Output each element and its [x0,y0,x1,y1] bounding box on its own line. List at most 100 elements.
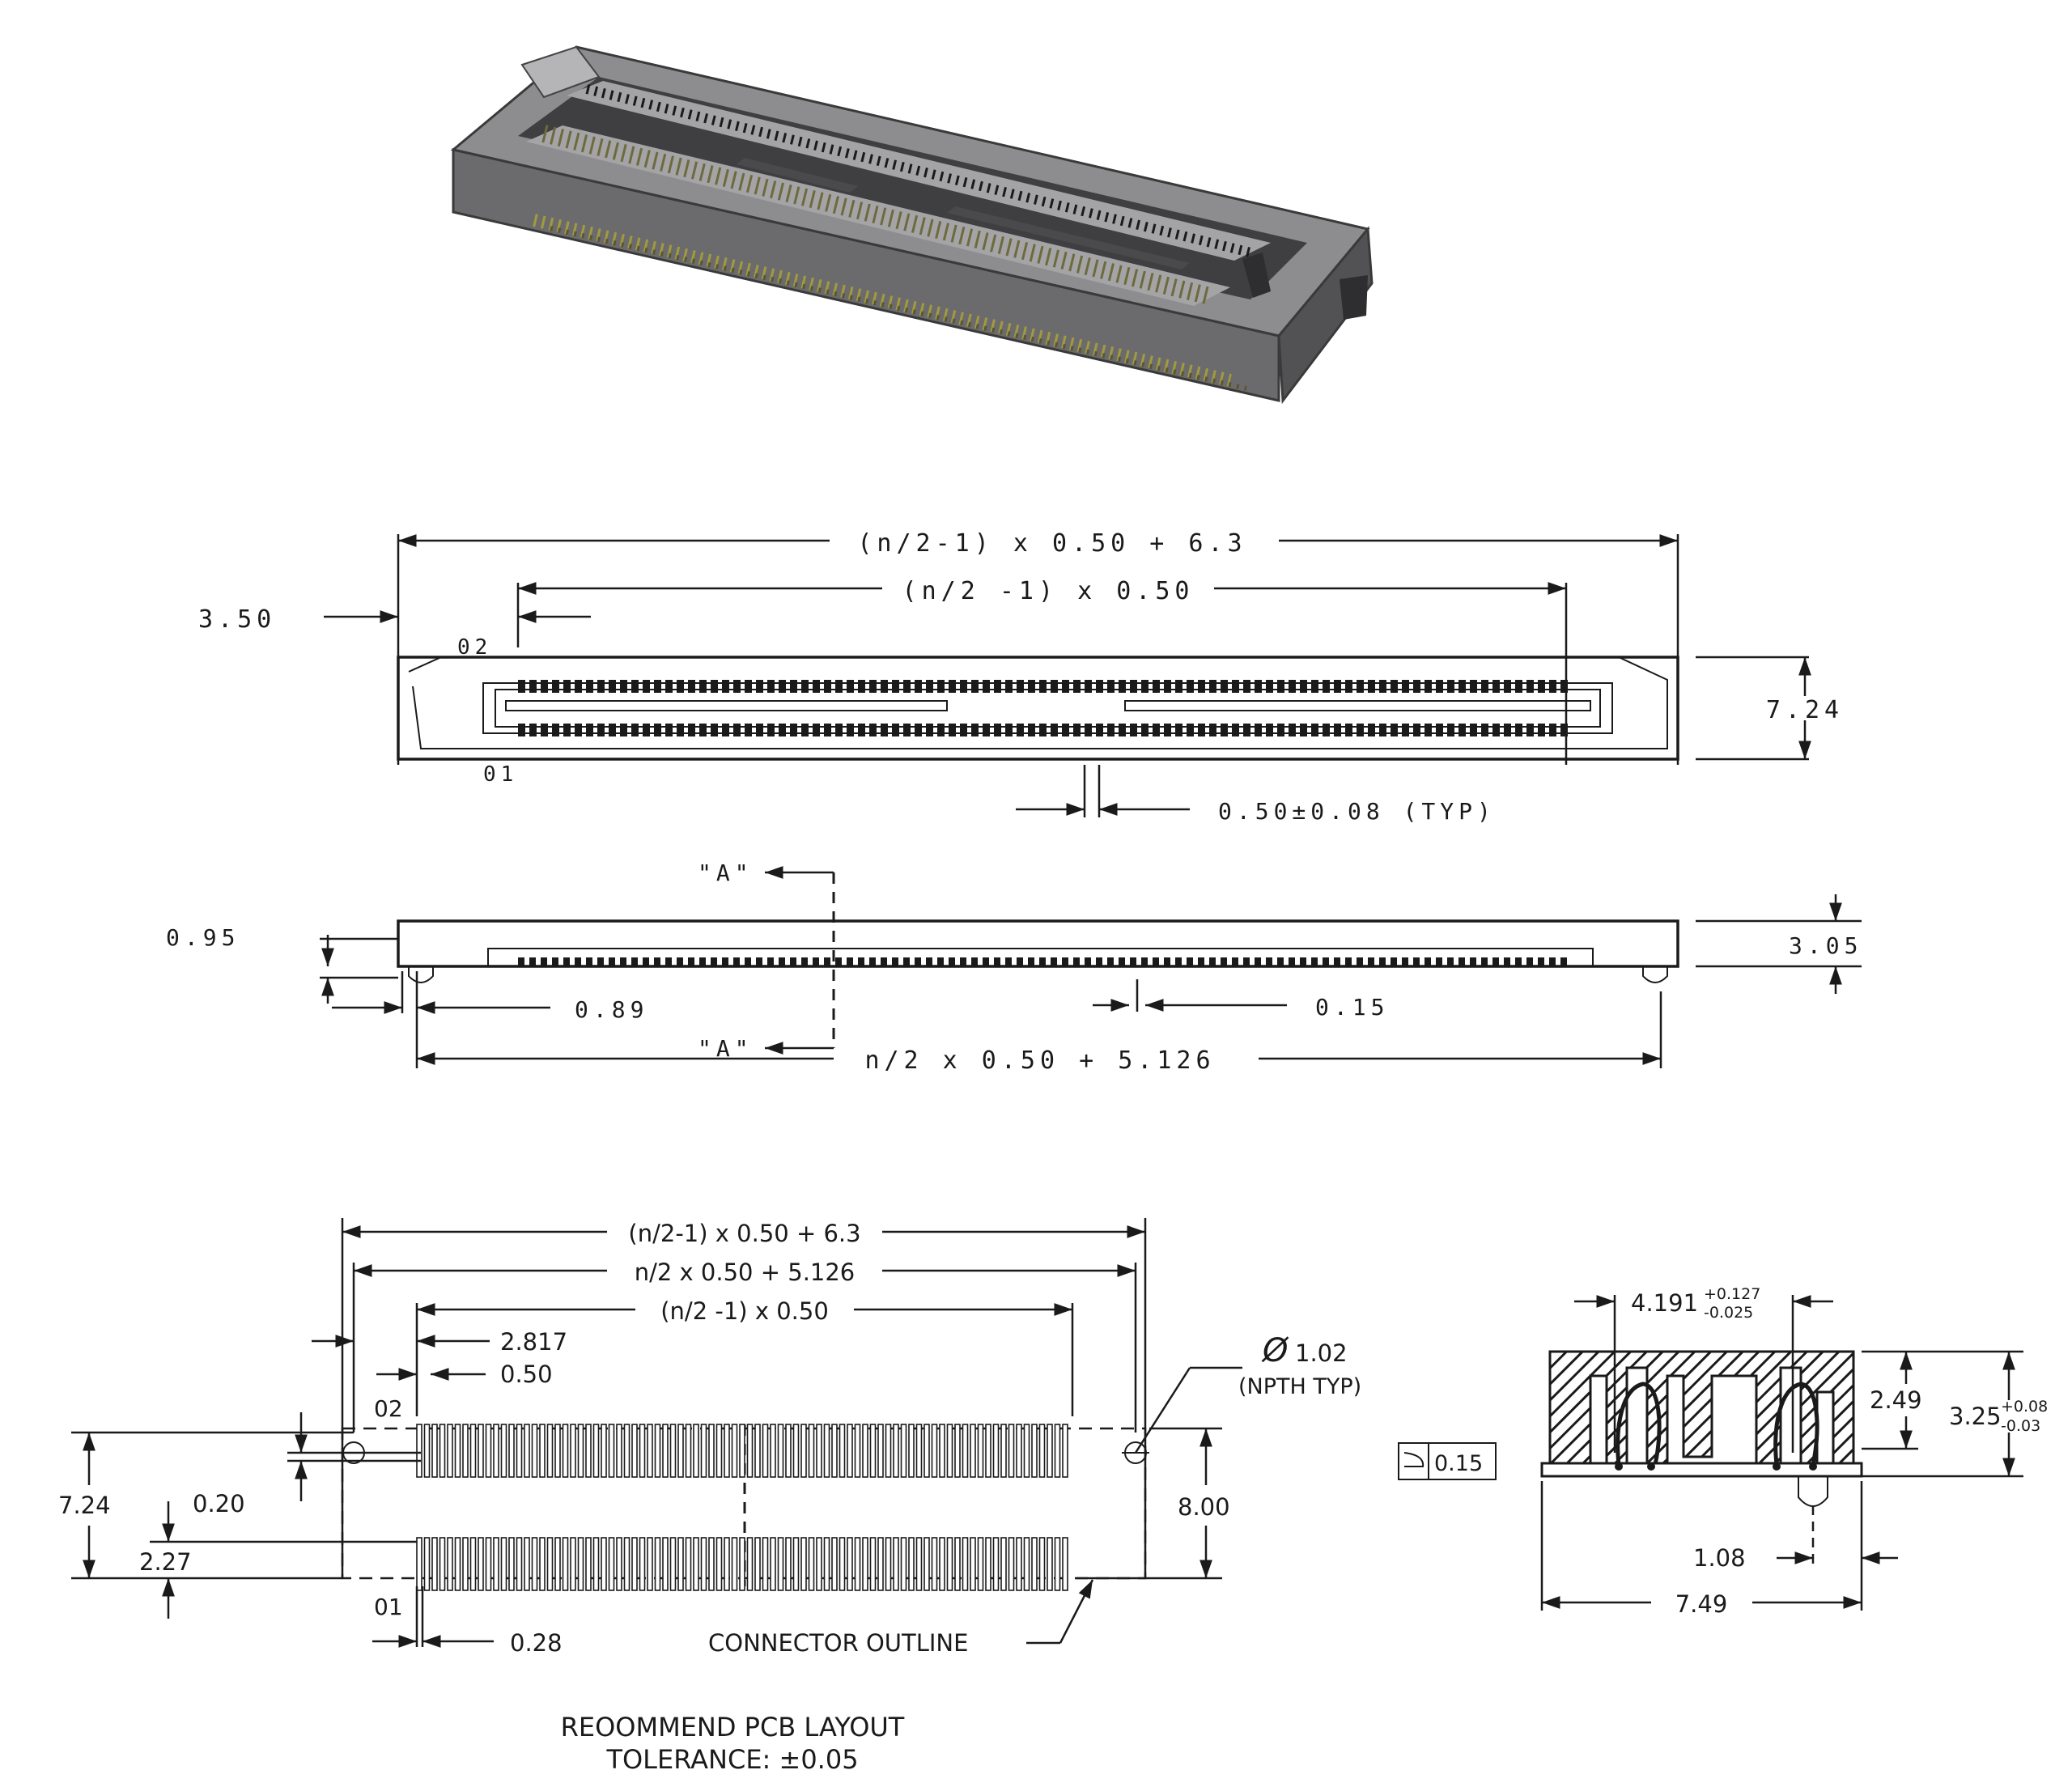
section-view: 4.191 +0.127 -0.025 2.49 3.25 +0.08 -0.0… [1398,1285,2048,1618]
pcb-pad [831,1424,838,1478]
connector-3d-render [450,45,1374,405]
section-coplanarity-label: 0.15 [1434,1451,1483,1476]
pcb-pad [592,1537,600,1591]
pad-width-label: 0.20 [193,1490,245,1517]
tolerance-label: TOLERANCE: ±0.05 [605,1744,858,1775]
pcb-pad [623,1537,631,1591]
pcb-pad [770,1424,776,1478]
pcb-pad [923,1424,930,1478]
pcb-pad [800,1424,807,1478]
pcb-pad [923,1537,930,1591]
pcb-pad [816,1424,822,1478]
pcb-pad [777,1424,784,1478]
pcb-pad [1062,1537,1068,1591]
pcb-pad [700,1424,707,1478]
pcb-pad [877,1537,884,1591]
pcb-pad [754,1424,761,1478]
pcb-pad [508,1537,515,1591]
pcb-pad [431,1537,438,1591]
pcb-pad [847,1537,853,1591]
pcb-pad [962,1537,969,1591]
pcb-pad [831,1537,838,1591]
pcb-pad [931,1424,938,1478]
pcb-pad [500,1424,507,1478]
pcb-pad [570,1424,576,1478]
pcb-pad [1047,1424,1053,1478]
pcb-pad [554,1537,561,1591]
pin2-label: 02 [457,635,492,660]
pcb-pad [954,1537,961,1591]
pcb-pad [562,1424,569,1478]
pcb-pad [531,1424,538,1478]
pcb-pad [708,1424,715,1478]
pcb-pad [647,1424,653,1478]
pcb-pad [908,1424,915,1478]
pcb-pad [454,1424,461,1478]
pcb-pad [654,1424,661,1478]
pcb-pad [877,1424,884,1478]
pcb-pad [839,1537,846,1591]
pcb-pitch-label: 0.50 [500,1360,553,1388]
pcb-pad [431,1424,438,1478]
pcb-pad [500,1537,507,1591]
pcb-pad [478,1537,484,1591]
pcb-pad [785,1537,792,1591]
pcb-pad [539,1537,546,1591]
pitch-label: 0.50±0.08 (TYP) [1218,798,1496,825]
pcb-pad [485,1537,492,1591]
pcb-pad [577,1424,584,1478]
pcb-pad [1038,1537,1046,1591]
pcb-pad [439,1424,446,1478]
pcb-pad [1000,1424,1007,1478]
pcb-pad [639,1537,646,1591]
width-label: 7.24 [1766,696,1844,724]
pcb-pad [423,1537,431,1591]
overall-height-tol-plus: +0.08 [2001,1398,2048,1416]
pad-size-label: 0.28 [510,1629,563,1657]
hole-dia-label: 1.02 [1295,1339,1348,1367]
pcb-pad [970,1424,976,1478]
top-view: (n/2-1) x 0.50 + 6.3 (n/2 -1) x 0.50 3.5… [198,529,1844,825]
post-offset-label: 1.08 [1693,1544,1746,1572]
pcb-pad [462,1537,469,1591]
pcb-pad [731,1537,738,1591]
pcb-pad [1000,1537,1007,1591]
coplanarity-label: 0.15 [1315,994,1389,1021]
pcb-pad [915,1537,923,1591]
pcb-pad [816,1537,822,1591]
pcb-pad [447,1537,453,1591]
pcb-pad [693,1537,699,1591]
pcb-pad [462,1424,469,1478]
overall-height-tol-minus: -0.03 [2001,1417,2040,1435]
pcb-pad [823,1537,830,1591]
pcb-pad [777,1537,784,1591]
pcb-pad [885,1537,892,1591]
pcb-pad [1023,1424,1030,1478]
pcb-pad [792,1424,800,1478]
pcb-pad [839,1424,846,1478]
first-pad-offset-label: 2.817 [500,1328,567,1356]
pcb-pad [531,1537,538,1591]
pcb-pad [669,1537,677,1591]
pcb-pad [608,1424,615,1478]
pcb-pad [592,1424,600,1478]
pcb-pad [639,1424,646,1478]
pcb-pad [662,1537,669,1591]
row-offset-label: 2.27 [139,1548,192,1576]
pcb-pad [977,1424,984,1478]
overall-width-label: 7.49 [1675,1590,1728,1618]
pcb-pad [677,1537,684,1591]
pcb-pad [1008,1424,1015,1478]
pcb-pad [469,1424,477,1478]
pcb-pad [808,1424,815,1478]
pcb-pad [708,1537,715,1591]
pcb-pad [847,1424,853,1478]
pcb-pin2-label: 02 [374,1395,403,1422]
pcb-pad [647,1537,653,1591]
pcb-pad [623,1424,631,1478]
pcb-pad [893,1424,899,1478]
pcb-layout-view: (n/2-1) x 0.50 + 6.3 n/2 x 0.50 + 5.126 … [58,1218,1361,1775]
pcb-pad [962,1424,969,1478]
pcb-pad [862,1537,868,1591]
pcb-pad [454,1537,461,1591]
